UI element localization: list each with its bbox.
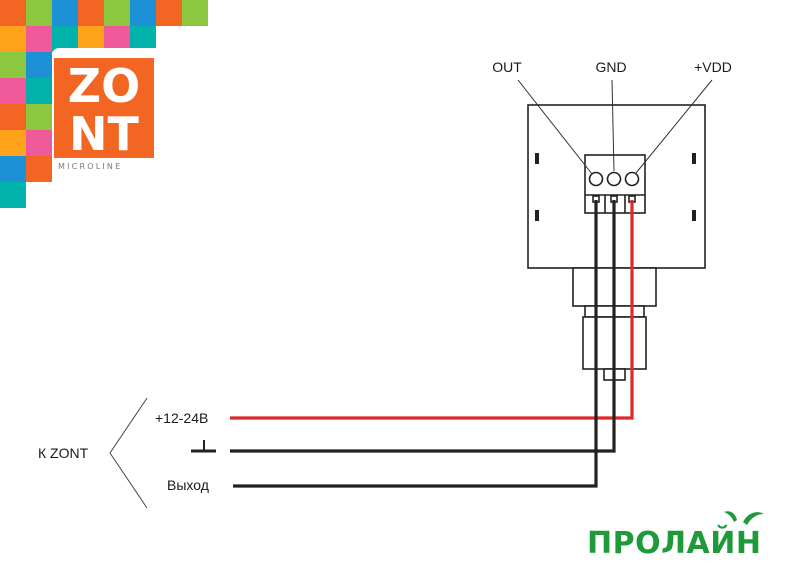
mosaic-tile	[52, 0, 78, 26]
wire-power	[230, 200, 634, 420]
mosaic-tile	[26, 52, 52, 78]
logo-block	[54, 58, 154, 158]
mosaic-tile	[52, 26, 78, 52]
logo-text-line1: ZO	[68, 59, 140, 113]
line-label-signal: Выход	[167, 477, 209, 493]
mosaic-tile	[26, 104, 52, 130]
mount-slot	[692, 210, 696, 221]
mosaic-tile	[78, 0, 104, 26]
leader-out	[517, 79, 593, 175]
leaf-icon	[743, 512, 764, 525]
mosaic-tile	[0, 130, 26, 156]
sensor	[527, 104, 706, 381]
mosaic-tile	[104, 0, 130, 26]
mosaic-tile	[0, 78, 26, 104]
leader-vdd	[635, 79, 713, 174]
mosaic-tile	[78, 26, 104, 52]
pin-label-vdd: +VDD	[694, 59, 732, 75]
logo-mosaic	[0, 0, 210, 210]
terminal-screw-out	[588, 171, 604, 187]
mosaic-tile	[130, 26, 156, 52]
zont-logo: ZO NT MICROLINE	[54, 58, 154, 171]
mosaic-tile	[26, 0, 52, 26]
wire-signal	[233, 200, 598, 488]
mosaic-tile	[26, 156, 52, 182]
mosaic-tile	[182, 0, 208, 26]
line-label-power: +12-24В	[155, 410, 208, 426]
mosaic-tile	[0, 26, 26, 52]
mosaic-tile	[26, 130, 52, 156]
mosaic-tile	[156, 0, 182, 26]
mosaic-tile	[0, 156, 26, 182]
prolain-logo: ПРОЛАЙН	[587, 511, 764, 561]
mosaic-tile	[0, 0, 26, 26]
mosaic-tile	[104, 26, 130, 52]
pin-leaders	[517, 79, 713, 175]
pin-label-gnd: GND	[595, 59, 626, 75]
group-label: К ZONT	[38, 445, 89, 461]
mosaic-tile	[0, 104, 26, 130]
mount-slot	[535, 153, 539, 164]
logo-subtitle: MICROLINE	[58, 162, 122, 171]
logo-text-line2: NT	[69, 107, 139, 161]
leaf-icon	[724, 511, 737, 522]
leader-gnd	[611, 79, 615, 172]
mosaic-tile	[26, 26, 52, 52]
group-bracket	[109, 397, 148, 509]
mount-slot	[692, 153, 696, 164]
pin-label-out: OUT	[492, 59, 522, 75]
wire-ground	[230, 200, 616, 453]
mosaic-tile	[130, 0, 156, 26]
wires	[230, 200, 634, 488]
terminal-screw-gnd	[606, 171, 622, 187]
terminal-screw-vdd	[624, 171, 640, 187]
mount-slot	[535, 210, 539, 221]
mosaic-tile	[0, 52, 26, 78]
brand-name: ПРОЛАЙН	[587, 525, 761, 561]
mosaic-tile	[0, 182, 26, 208]
ground-icon	[191, 440, 216, 453]
mosaic-tile	[26, 78, 52, 104]
